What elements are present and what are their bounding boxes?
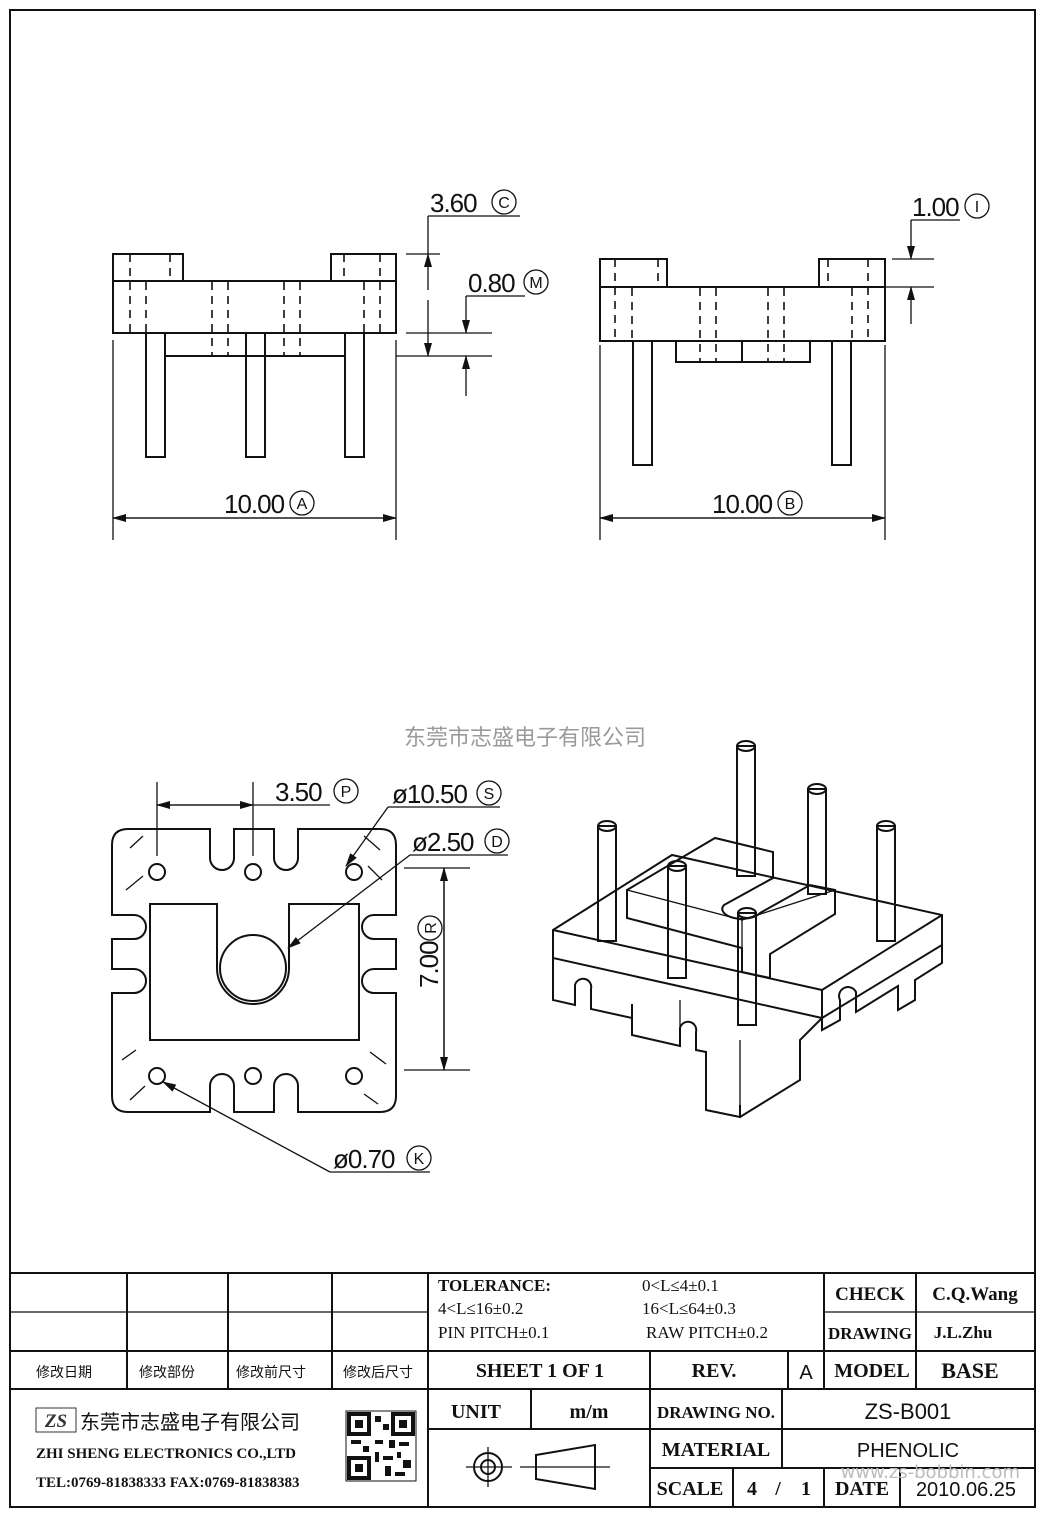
bottom-view [111, 828, 397, 1113]
pin [344, 332, 365, 458]
pin-hole [244, 863, 262, 881]
dim-front-step: 0.80 [468, 268, 515, 298]
dim-pin-pitch: 3.50 [275, 777, 322, 807]
front-view [112, 253, 397, 458]
bottom-dimensions [156, 782, 508, 1173]
rev-value: A [799, 1362, 813, 1384]
raw-pitch-tolerance: RAW PITCH±0.2 [646, 1323, 768, 1342]
check-label: CHECK [835, 1284, 905, 1305]
dim-side-width: 10.00 [712, 489, 773, 519]
pin [245, 332, 266, 458]
ref-letter: M [529, 275, 542, 292]
scale-label: SCALE [657, 1478, 724, 1500]
ref-bubble [484, 828, 510, 854]
ref-bubble [523, 269, 549, 295]
date-value: 2010.06.25 [916, 1479, 1016, 1501]
center-hole [219, 934, 287, 1002]
ref-bubble [333, 778, 359, 804]
drawing-label: DRAWING [828, 1324, 912, 1343]
pin-pitch-tolerance: PIN PITCH±0.1 [438, 1323, 549, 1342]
dim-pin-dia: ø0.70 [333, 1144, 395, 1174]
ref-bubble [417, 915, 443, 941]
tolerance-label: TOLERANCE: [438, 1276, 551, 1295]
ref-letter: P [341, 784, 352, 801]
material-label: MATERIAL [662, 1439, 771, 1461]
pin [145, 332, 166, 458]
rev-col-date: 修改日期 [36, 1364, 92, 1380]
pin-hole [148, 863, 166, 881]
pin [831, 340, 852, 466]
rev-col-after: 修改后尺寸 [343, 1364, 413, 1380]
ref-letter: A [297, 496, 308, 513]
drawing-value: J.L.Zhu [934, 1323, 993, 1342]
pin-hole [345, 1067, 363, 1085]
side-dimensions [599, 219, 960, 540]
ref-letter: B [785, 496, 796, 513]
dim-outer-dia: ø10.50 [392, 779, 467, 809]
side-view [599, 258, 886, 466]
pin-hole [345, 863, 363, 881]
projection-cone [535, 1443, 596, 1491]
ref-letter: S [484, 786, 495, 803]
ref-letter: D [491, 834, 503, 851]
dim-front-height: 3.60 [430, 188, 477, 218]
ref-bubble [777, 490, 803, 516]
company-contact: TEL:0769-81838333 FAX:0769-81838383 [36, 1475, 299, 1491]
tolerance-range-2: 4<L≤16±0.2 [438, 1299, 523, 1318]
ref-bubble [476, 780, 502, 806]
scale-numerator: 4 [747, 1478, 757, 1500]
sheet-border [9, 9, 1036, 1508]
isometric-view [552, 740, 943, 1119]
check-value: C.Q.Wang [932, 1284, 1018, 1305]
scale-separator: / [774, 1478, 781, 1500]
rev-col-part: 修改部份 [139, 1364, 195, 1380]
pin-hole [148, 1067, 166, 1085]
title-block: ZS [10, 1272, 1035, 1507]
ref-letter: R [423, 922, 440, 934]
ref-letter: C [498, 195, 510, 212]
dim-inner-height: 7.00 [414, 941, 444, 988]
ref-bubble [289, 490, 315, 516]
material-value: PHENOLIC [857, 1440, 959, 1462]
tolerance-range-3: 16<L≤64±0.3 [642, 1299, 736, 1318]
ref-bubble [491, 189, 517, 215]
front-dimensions [112, 215, 525, 540]
sheet-count: SHEET 1 OF 1 [476, 1360, 604, 1382]
company-logo: ZS [35, 1407, 77, 1433]
ref-letter: K [414, 1151, 425, 1168]
rev-col-before: 修改前尺寸 [236, 1364, 306, 1380]
ref-bubble [964, 193, 990, 219]
qr-code [345, 1410, 417, 1482]
rev-label: REV. [692, 1360, 737, 1382]
watermark-text: 东莞市志盛电子有限公司 [404, 726, 646, 751]
dim-side-top: 1.00 [912, 192, 959, 222]
dim-front-width: 10.00 [224, 489, 285, 519]
dim-center-hole: ø2.50 [412, 827, 474, 857]
svg-text:ZS: ZS [44, 1411, 67, 1432]
drawing-no-value: ZS-B001 [865, 1399, 952, 1424]
company-name-en: ZHI SHENG ELECTRONICS CO.,LTD [36, 1446, 296, 1462]
unit-label: UNIT [451, 1401, 502, 1423]
ref-bubble [406, 1145, 432, 1171]
model-value: BASE [941, 1358, 998, 1383]
ref-letter: I [975, 199, 979, 216]
pin [632, 340, 653, 466]
drawing-no-label: DRAWING NO. [657, 1403, 775, 1422]
unit-value: m/m [570, 1401, 609, 1423]
tolerance-range-1: 0<L≤4±0.1 [642, 1276, 719, 1295]
footer-watermark: www.zs-bobbin.com [841, 1462, 1020, 1483]
scale-denominator: 1 [801, 1478, 811, 1500]
company-name-cn: 东莞市志盛电子有限公司 [80, 1410, 300, 1434]
pin-hole [244, 1067, 262, 1085]
model-label: MODEL [834, 1360, 910, 1382]
date-label: DATE [835, 1478, 889, 1500]
